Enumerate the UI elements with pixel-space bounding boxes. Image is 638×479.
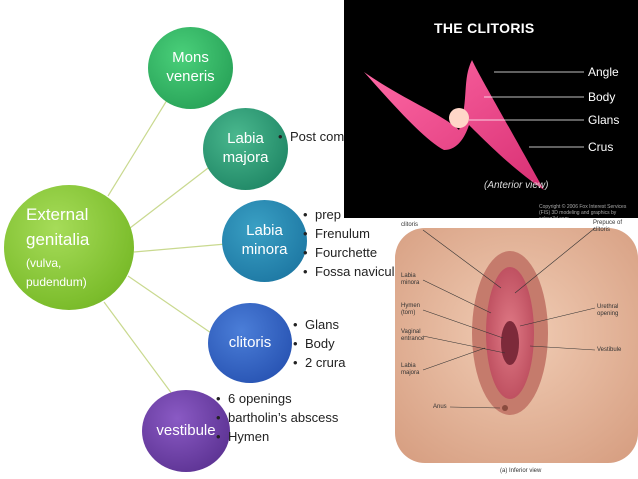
root-title-line2: genitalia — [26, 230, 90, 250]
bullet-item: 2 crura — [293, 353, 345, 372]
vulva-view-caption: (a) Inferior view — [500, 468, 542, 474]
clitoris-figure-title: THE CLITORIS — [434, 20, 535, 36]
connector-clitoris — [127, 275, 215, 336]
majora-line2: majora — [222, 149, 269, 166]
connector-minora — [133, 243, 227, 253]
bullet-item: Fourchette — [303, 243, 415, 262]
vulva-illustration: clitoris Labia minora Hymen (torn) Vagin… — [395, 218, 638, 479]
vulva-label-labia-minora: Labia minora — [401, 273, 420, 286]
clitoris-illustration: THE CLITORIS Angle Body Glans Crus (Ante… — [344, 0, 638, 222]
vulva-label-labia-majora: Labia majora — [401, 363, 420, 376]
node-labia-minora: Labia minora — [222, 200, 307, 282]
vulva-label-anus: Anus — [433, 404, 447, 410]
root-node-external-genitalia: External genitalia (vulva, pudendum) — [4, 185, 134, 310]
vulva-shape — [395, 227, 638, 463]
node-vestibule: vestibule — [142, 390, 230, 472]
node-labia-majora: Labia majora — [203, 108, 288, 190]
bullet-item: Frenulum — [303, 224, 415, 243]
connector-mons — [107, 91, 173, 197]
clitoris-label-crus: Crus — [588, 140, 614, 154]
root-sub-line1: (vulva, — [26, 255, 62, 270]
minora-line2: minora — [241, 241, 288, 258]
vulva-label-hymen: Hymen (torn) — [401, 303, 421, 316]
vulva-label-urethral-opening: Urethral opening — [597, 304, 619, 317]
bullet-item: Fossa navicularis — [303, 262, 415, 281]
clitoris-label-body: Body — [588, 90, 616, 104]
root-sub-line2: pudendum) — [26, 275, 87, 290]
vestibule-bullet-list: 6 openings bartholin’s abscess Hymen — [216, 389, 338, 446]
node-clitoris: clitoris — [208, 303, 292, 383]
vulva-label-clitoris: clitoris — [401, 222, 419, 228]
bullet-item: 6 openings — [216, 389, 338, 408]
vulva-label-vestibule: Vestibule — [597, 347, 622, 353]
clitoris-shape — [364, 60, 584, 190]
majora-bullet-list: Post com — [278, 127, 344, 146]
mons-line2: veneris — [166, 68, 215, 85]
bullet-item: Glans — [293, 315, 345, 334]
clitoris-bullet-list: Glans Body 2 crura — [293, 315, 345, 372]
majora-line1: Labia — [227, 130, 264, 148]
vulva-label-prepuce: Prepuce of clitoris — [593, 220, 623, 233]
clitoris-label-glans: Glans — [588, 113, 620, 127]
vestibule-label: vestibule — [156, 421, 216, 439]
minora-line1: Labia — [246, 222, 283, 240]
connector-majora — [129, 164, 213, 229]
clitoris-label: clitoris — [228, 333, 272, 351]
bullet-item: prep — [303, 205, 415, 224]
vulva-label-vaginal-entrance: Vaginal entrance — [401, 329, 425, 342]
bullet-item: bartholin’s abscess — [216, 408, 338, 427]
clitoris-view-caption: (Anterior view) — [484, 180, 549, 191]
bullet-item: Body — [293, 334, 345, 353]
mons-line1: Mons — [172, 49, 209, 67]
minora-bullet-list: prep Frenulum Fourchette Fossa navicular… — [303, 205, 415, 281]
connector-vestibule — [103, 301, 179, 403]
bullet-item: Hymen — [216, 427, 338, 446]
root-title-line1: External — [26, 205, 89, 225]
bullet-item: Post com — [278, 127, 344, 146]
node-mons-veneris: Mons veneris — [148, 27, 233, 109]
clitoris-label-angle: Angle — [588, 65, 619, 79]
